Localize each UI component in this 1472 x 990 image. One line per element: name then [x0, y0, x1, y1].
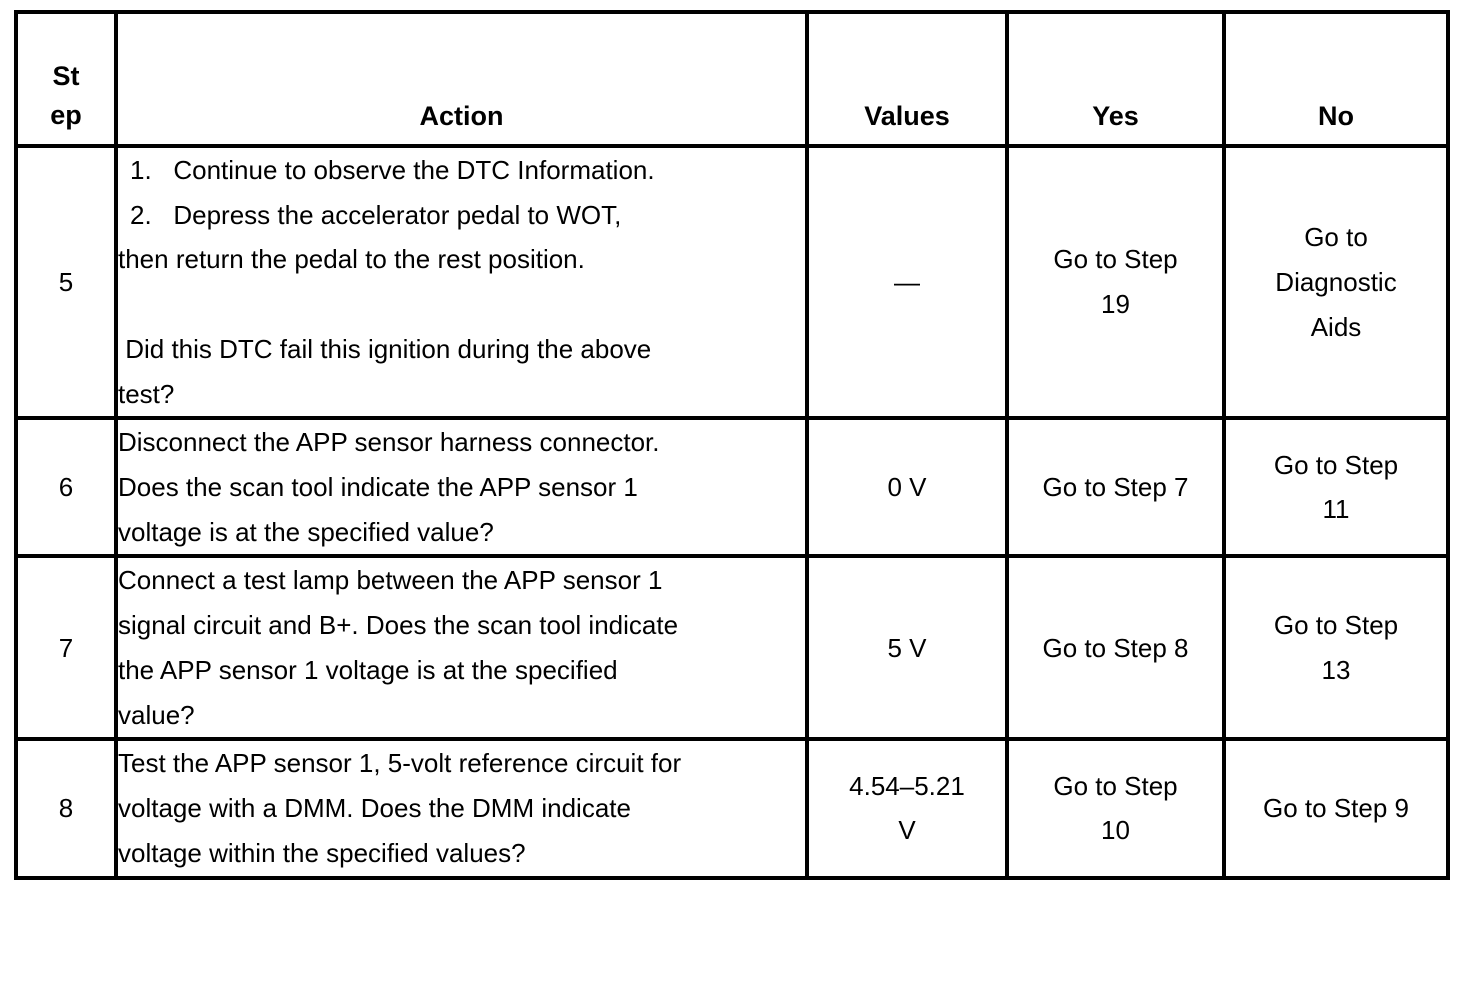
- no-line: 13: [1321, 654, 1351, 685]
- no-line: Diagnostic: [1275, 266, 1397, 297]
- action-line: then return the pedal to the rest positi…: [118, 244, 585, 275]
- action-text: Disconnect the APP sensor harness connec…: [114, 416, 809, 559]
- table-row: 5 1. Continue to observe the DTC Informa…: [14, 143, 1450, 421]
- step-number: 7: [14, 554, 118, 742]
- action-line: Does the scan tool indicate the APP sens…: [118, 472, 638, 503]
- values-text: 0 V: [805, 416, 1009, 559]
- column-header-step-line2: ep: [50, 99, 82, 130]
- value-line: 4.54–5.21: [849, 770, 965, 801]
- values-text: 5 V: [805, 554, 1009, 742]
- column-header-step: St ep: [14, 10, 118, 148]
- action-line: test?: [118, 378, 175, 409]
- action-line: voltage is at the specified value?: [118, 516, 494, 547]
- column-header-action: Action: [114, 10, 809, 148]
- table-row: 7 Connect a test lamp between the APP se…: [14, 554, 1450, 742]
- yes-line: Go to Step: [1053, 770, 1178, 801]
- action-text: Test the APP sensor 1, 5-volt reference …: [114, 737, 809, 880]
- values-text: 4.54–5.21 V: [805, 737, 1009, 880]
- table-row: 6 Disconnect the APP sensor harness conn…: [14, 416, 1450, 559]
- yes-result: Go to Step 7: [1005, 416, 1226, 559]
- value-line: —: [894, 266, 920, 297]
- no-line: 11: [1322, 494, 1350, 525]
- yes-line: 19: [1101, 289, 1130, 320]
- yes-line: 10: [1101, 815, 1130, 846]
- no-line: Go to: [1304, 222, 1368, 253]
- action-line: signal circuit and B+. Does the scan too…: [118, 610, 679, 641]
- action-line: 2. Depress the accelerator pedal to WOT,: [130, 199, 622, 230]
- no-result: Go to Step 9: [1222, 737, 1450, 880]
- yes-result: Go to Step 19: [1005, 143, 1226, 421]
- step-number: 8: [14, 737, 118, 880]
- action-line: the APP sensor 1 voltage is at the speci…: [118, 654, 618, 685]
- table-row: 8 Test the APP sensor 1, 5-volt referenc…: [14, 737, 1450, 880]
- action-line: Did this DTC fail this ignition during t…: [118, 333, 652, 364]
- action-line: Connect a test lamp between the APP sens…: [118, 565, 663, 596]
- yes-line: Go to Step 8: [1042, 632, 1189, 663]
- no-line: Go to Step 9: [1263, 793, 1409, 824]
- column-header-values: Values: [805, 10, 1009, 148]
- action-line: voltage within the specified values?: [118, 837, 526, 868]
- no-line: Go to Step: [1273, 610, 1399, 641]
- value-line: 5 V: [887, 632, 927, 663]
- no-result: Go to Step 11: [1222, 416, 1450, 559]
- yes-result: Go to Step 8: [1005, 554, 1226, 742]
- yes-result: Go to Step 10: [1005, 737, 1226, 880]
- action-line: Disconnect the APP sensor harness connec…: [118, 427, 660, 458]
- action-line: Test the APP sensor 1, 5-volt reference …: [118, 748, 682, 779]
- no-line: Aids: [1310, 311, 1362, 342]
- action-text: 1. Continue to observe the DTC Informati…: [114, 143, 809, 421]
- yes-line: Go to Step: [1053, 244, 1178, 275]
- value-line: V: [898, 815, 916, 846]
- column-header-step-line1: St: [52, 61, 80, 92]
- step-number: 6: [14, 416, 118, 559]
- action-line: voltage with a DMM. Does the DMM indicat…: [118, 793, 631, 824]
- action-line: 1. Continue to observe the DTC Informati…: [130, 155, 655, 185]
- value-line: 0 V: [887, 472, 927, 503]
- no-result: Go to Diagnostic Aids: [1222, 143, 1450, 421]
- diagnostic-procedure-table: St ep Action Values Yes No: [14, 10, 1450, 880]
- column-header-no: No: [1222, 10, 1450, 148]
- values-text: —: [805, 143, 1009, 421]
- step-number: 5: [14, 143, 118, 421]
- yes-line: Go to Step 7: [1042, 472, 1189, 503]
- table-header-row: St ep Action Values Yes No: [14, 10, 1450, 148]
- action-line: value?: [118, 699, 195, 730]
- no-result: Go to Step 13: [1222, 554, 1450, 742]
- column-header-yes: Yes: [1005, 10, 1226, 148]
- action-text: Connect a test lamp between the APP sens…: [114, 554, 809, 742]
- no-line: Go to Step: [1273, 449, 1399, 480]
